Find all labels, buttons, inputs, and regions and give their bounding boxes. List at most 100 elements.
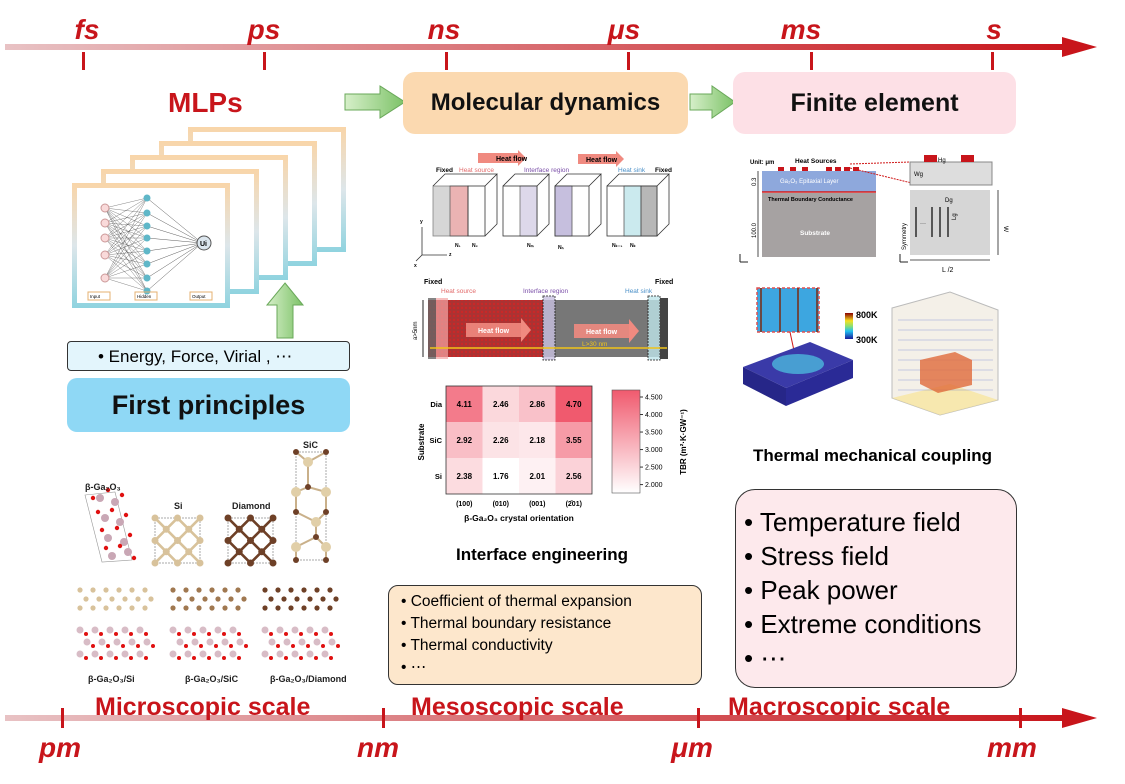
interface-label: β-Ga₂O₃/Diamond <box>270 674 347 684</box>
finite-element-box: Finite element <box>733 72 1016 134</box>
heatmap-col-label: (010) <box>493 501 509 508</box>
heatmap-cell <box>519 422 556 458</box>
arrow-up-fp-to-mlp <box>265 282 305 339</box>
tbc-label: Thermal Boundary Conductance <box>768 197 853 203</box>
molecular-dynamics-box: Molecular dynamics <box>403 72 688 134</box>
heatmap-value: 1.76 <box>493 472 509 481</box>
l-label: L /2 <box>942 267 954 274</box>
w-label: W <box>1002 226 1009 233</box>
layer-label: Input <box>90 294 101 299</box>
crystal-label: β-Ga₂O₃ <box>85 482 121 492</box>
node-label: Nₙ <box>558 245 564 251</box>
bullet-item: • ⋯ <box>401 659 427 676</box>
heatmap-value: 3.55 <box>566 436 582 445</box>
arrow-md-to-fe <box>689 85 736 119</box>
crystal-label: Diamond <box>232 501 271 511</box>
mlps-label: MLPs <box>168 87 243 118</box>
si-structure <box>151 514 204 567</box>
bullet-item: • Extreme conditions <box>744 609 982 639</box>
unit-label: Unit: μm <box>750 160 774 166</box>
length-label: L>30 nm <box>582 341 607 348</box>
arrow-mlp-to-md <box>344 85 406 119</box>
temperature-colorbar <box>845 313 853 339</box>
heat-sink-label: Heat sink <box>618 167 646 174</box>
interface-label: β-Ga₂O₃/SiC <box>185 674 239 684</box>
colorbar-min: 300K <box>856 335 878 345</box>
interface-label: β-Ga₂O₃/Si <box>88 674 135 684</box>
tick <box>82 52 85 70</box>
node-label: N₁ <box>455 243 461 249</box>
node-label: N₂ <box>472 243 478 249</box>
heatmap-xlabel: β-Ga₂O₃ crystal orientation <box>464 513 574 523</box>
heatmap-cell <box>446 422 483 458</box>
fixed-label: Fixed <box>655 279 673 286</box>
bullet-item: • Coefficient of thermal expansion <box>401 593 632 610</box>
bullet-item: • Temperature field <box>744 507 961 537</box>
wg-label: Wg <box>914 172 923 178</box>
bullet-item: • Thermal boundary resistance <box>401 615 612 632</box>
bullet-item: • Peak power <box>744 575 898 605</box>
symmetry-label: Symmetry <box>902 223 908 250</box>
heatmap-col-label: (2̄01) <box>566 500 582 508</box>
heat-source-label: Heat source <box>459 167 494 174</box>
heatmap-value: 4.70 <box>566 400 582 409</box>
md-atomic-model <box>422 295 668 361</box>
mesoscopic-scale-label: Mesoscopic scale <box>411 693 624 721</box>
heatmap-value: 2.56 <box>566 472 582 481</box>
heatmap-value: 2.86 <box>529 400 545 409</box>
node-label: Nₘ <box>527 243 534 249</box>
macroscopic-properties-box: • Temperature field • Stress field • Pea… <box>735 489 1017 688</box>
heatmap-cell <box>555 422 592 458</box>
heatmap-ylabel: Substrate <box>417 423 426 460</box>
length-label: nm <box>357 732 399 763</box>
colorbar-tick: 3.000 <box>645 447 663 454</box>
time-axis-arrow <box>5 37 1097 57</box>
heat-flow-arrow <box>478 153 518 163</box>
heat-flow-label: Heat flow <box>496 156 528 163</box>
tick <box>382 708 385 728</box>
heatmap-cell <box>555 386 592 422</box>
mesoscopic-properties-box: • Coefficient of thermal expansion • The… <box>388 585 702 685</box>
heatmap-row-label: SiC <box>429 436 442 445</box>
first-principles-box: First principles <box>67 378 350 432</box>
tick <box>991 52 994 70</box>
tick <box>697 708 700 728</box>
tick <box>263 52 266 70</box>
dimension-label: 0.3 <box>752 177 758 186</box>
crystal-label: Si <box>174 501 183 511</box>
heatmap-cell <box>446 458 483 494</box>
tick <box>810 52 813 70</box>
length-label: mm <box>987 732 1037 763</box>
heatmap-col-label: (100) <box>456 501 472 508</box>
heatmap-cell <box>482 386 519 422</box>
node-label: Nₖ₋₁ <box>612 243 622 249</box>
thermal-mechanical-caption: Thermal mechanical coupling <box>752 446 992 465</box>
axis-label: y <box>420 219 423 225</box>
epitaxial-layer-label: Ga₂O₃ Epitaxial Layer <box>780 179 838 185</box>
bullet-item: • ⋯ <box>744 643 787 673</box>
heat-source-label: Heat source <box>441 288 476 295</box>
bullet-item: • Stress field <box>744 541 889 571</box>
md-schematic: Heat flow Heat flow Fixed Heat source In… <box>413 150 673 361</box>
tick <box>1019 708 1022 728</box>
tbr-colorbar <box>611 389 641 494</box>
heatmap-row-label: Si <box>435 472 442 481</box>
node-label: Nₖ <box>630 243 637 249</box>
heatmap-cell <box>519 386 556 422</box>
heatmap-value: 2.18 <box>529 436 545 445</box>
interface-engineering-caption: Interface engineering <box>456 545 628 564</box>
colorbar-tick: 4.500 <box>645 395 663 402</box>
tick <box>627 52 630 70</box>
heat-flow-label: Heat flow <box>478 328 510 335</box>
time-label: ps <box>247 14 281 45</box>
colorbar-tick: 2.500 <box>645 465 663 472</box>
crystal-label: SiC <box>303 440 319 450</box>
output-node-label: Ui <box>200 241 207 248</box>
fixed-label: Fixed <box>436 167 453 174</box>
time-label: μs <box>607 14 641 45</box>
colorbar-tick: 3.500 <box>645 430 663 437</box>
width-label: a>5nm <box>413 321 419 340</box>
